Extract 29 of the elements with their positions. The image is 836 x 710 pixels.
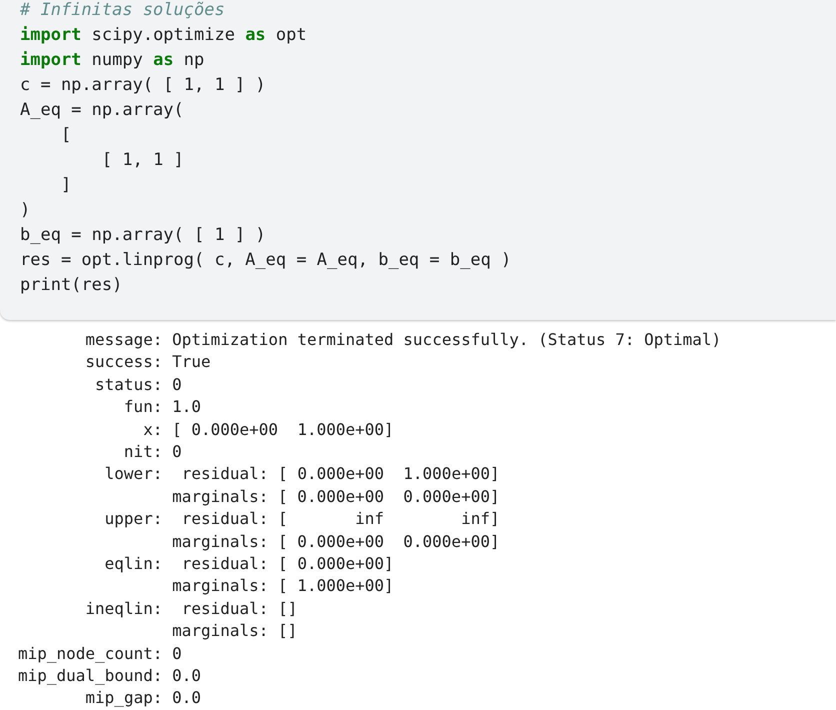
code-line: res = opt.linprog( c, A_eq = A_eq, b_eq = b_eq )	[20, 249, 512, 271]
output-line: fun: 1.0	[124, 397, 201, 418]
code-line: A_eq = np.array(	[20, 99, 184, 121]
output-line: mip_gap: 0.0	[85, 688, 201, 708]
code-line: )	[20, 199, 30, 221]
code-line: c = np.array( [ 1, 1 ] )	[20, 74, 266, 96]
output-line: lower: residual: [ 0.000e+00 1.000e+00]	[104, 464, 500, 484]
output-line: eqlin: residual: [ 0.000e+00]	[104, 554, 394, 574]
code-line: [ 1, 1 ]	[102, 149, 184, 171]
code-line: b_eq = np.array( [ 1 ] )	[20, 224, 266, 246]
output-line: mip_node_count: 0	[18, 644, 182, 664]
output-line: upper: residual: [ inf inf]	[104, 509, 500, 530]
code-comment: # Infinitas soluções	[20, 0, 225, 21]
output-line: mip_dual_bound: 0.0	[18, 666, 202, 686]
code-line: import scipy.optimize as opt	[20, 24, 307, 46]
output-line: message: Optimization terminated successfully. (Status 7: Optimal)	[85, 330, 722, 350]
code-line: ]	[60, 174, 72, 196]
output-line: marginals: [ 0.000e+00 0.000e+00]	[172, 532, 500, 552]
output-line: success: True	[85, 352, 211, 372]
code-line: print(res)	[20, 274, 122, 296]
output-line: marginals: [ 1.000e+00]	[172, 576, 394, 596]
output-line: x: [ 0.000e+00 1.000e+00]	[143, 420, 394, 440]
code-line: [	[60, 124, 72, 146]
output-line: ineqlin: residual: []	[85, 598, 298, 619]
output-line: status: 0	[95, 374, 182, 395]
output-line: nit: 0	[124, 442, 182, 462]
output-line: marginals: [ 0.000e+00 0.000e+00]	[172, 486, 500, 507]
code-line: import numpy as np	[20, 49, 204, 71]
output-line: marginals: []	[172, 621, 298, 642]
